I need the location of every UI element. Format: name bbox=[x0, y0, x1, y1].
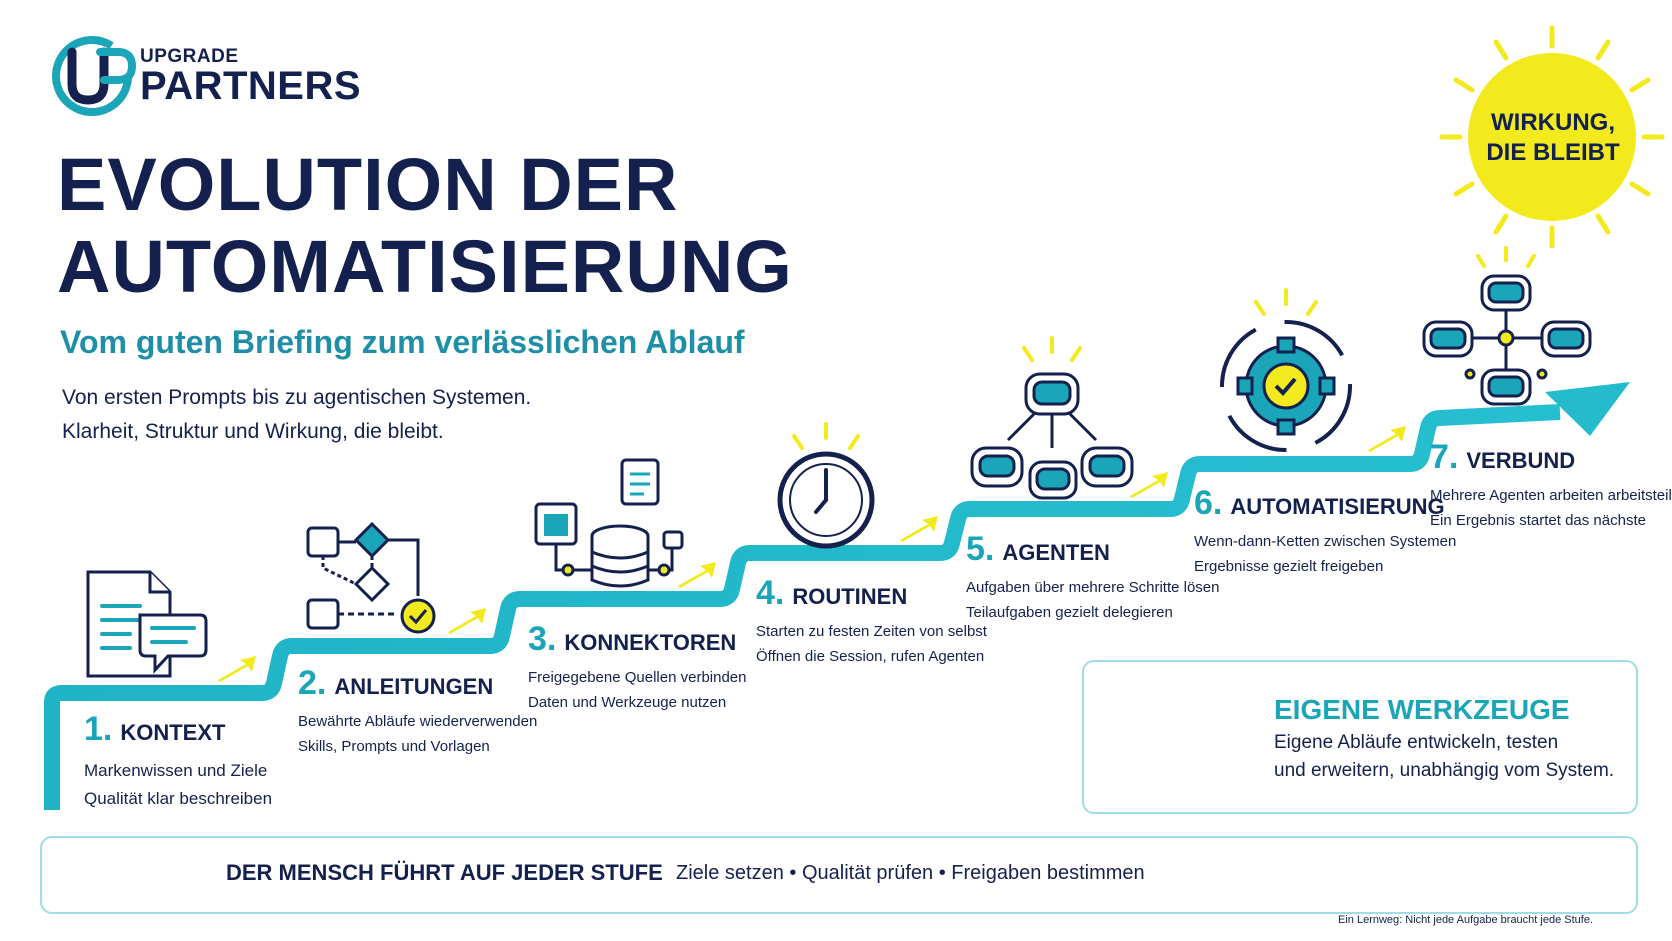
sun-label-line2: DIE BLEIBT bbox=[1486, 139, 1620, 166]
step-title: ANLEITUNGEN bbox=[334, 674, 494, 699]
step-number: 6. bbox=[1194, 484, 1223, 522]
step-agenten: 5. AGENTEN Aufgaben über mehrere Schritte… bbox=[966, 530, 1219, 625]
step-desc-line1: Starten zu festen Zeiten von selbst bbox=[756, 623, 987, 640]
step-automatisierung: 6. AUTOMATISIERUNG Wenn-dann-Ketten zwisc… bbox=[1194, 484, 1456, 579]
step-number: 4. bbox=[756, 574, 785, 612]
step-title: AGENTEN bbox=[1002, 540, 1110, 565]
page-title-line2: AUTOMATISIERUNG bbox=[57, 225, 793, 308]
intro-line1: Von ersten Prompts bis zu agentischen Sy… bbox=[62, 386, 532, 409]
step-desc-line1: Mehrere Agenten arbeiten arbeitsteilig bbox=[1430, 487, 1672, 504]
step-title: AUTOMATISIERUNG bbox=[1230, 494, 1445, 519]
step-desc-line2: Teilaufgaben gezielt delegieren bbox=[966, 604, 1173, 621]
step-desc-line1: Markenwissen und Ziele bbox=[84, 761, 268, 780]
logo-upgrade-text: UPGRADE bbox=[140, 46, 239, 67]
footnote: Ein Lernweg: Nicht jede Aufgabe braucht … bbox=[1338, 914, 1594, 926]
step-title: VERBUND bbox=[1466, 448, 1576, 473]
step-number: 2. bbox=[298, 664, 327, 702]
human-box bbox=[40, 836, 1638, 914]
step-title: KONTEXT bbox=[120, 720, 226, 745]
staircase-arrowhead bbox=[1545, 382, 1630, 436]
page-title-line1: EVOLUTION DER bbox=[57, 143, 679, 226]
tools-desc-line1: Eigene Abläufe entwickeln, testen bbox=[1274, 732, 1559, 753]
database-connector-icon bbox=[534, 458, 684, 588]
logo-mark-icon bbox=[52, 36, 137, 116]
step-desc-line1: Wenn-dann-Ketten zwischen Systemen bbox=[1194, 533, 1457, 550]
step-number: 1. bbox=[84, 710, 113, 748]
step-desc-line2: Skills, Prompts und Vorlagen bbox=[298, 738, 490, 755]
step-konnektoren: 3. KONNEKTOREN Freigegebene Quellen verbi… bbox=[528, 620, 747, 715]
robot-hierarchy-icon bbox=[970, 336, 1134, 500]
step-desc-line1: Freigegebene Quellen verbinden bbox=[528, 669, 747, 686]
human-rules: Ziele setzen • Qualität prüfen • Freigab… bbox=[676, 862, 1145, 884]
sun-label: WIRKUNG, DIE BLEIBT bbox=[1478, 108, 1628, 168]
step-desc-line1: Bewährte Abläufe wiederverwenden bbox=[298, 713, 538, 730]
clock-icon bbox=[777, 422, 875, 549]
step-number: 7. bbox=[1430, 438, 1459, 476]
sun-label-line1: WIRKUNG, bbox=[1491, 109, 1615, 136]
step-title: KONNEKTOREN bbox=[564, 630, 737, 655]
step-desc-line1: Aufgaben über mehrere Schritte lösen bbox=[966, 579, 1220, 596]
step-arrow-icon bbox=[218, 426, 1406, 682]
gear-cycle-icon bbox=[1220, 288, 1352, 452]
step-desc-line2: Daten und Werkzeuge nutzen bbox=[528, 694, 727, 711]
step-routinen: 4. ROUTINEN Starten zu festen Zeiten von … bbox=[756, 574, 987, 669]
step-number: 3. bbox=[528, 620, 557, 658]
human-title: DER MENSCH FÜHRT AUF JEDER STUFE bbox=[226, 860, 663, 885]
staircase-path bbox=[44, 404, 1561, 810]
sun-icon bbox=[1439, 25, 1665, 249]
flowchart-icon bbox=[306, 521, 436, 634]
step-desc-line2: Qualität klar beschreiben bbox=[84, 789, 273, 808]
step-desc-line2: Ergebnisse gezielt freigeben bbox=[1194, 558, 1384, 575]
step-desc-line2: Ein Ergebnis startet das nächste bbox=[1430, 512, 1646, 529]
tools-desc-line2: und erweitern, unabhängig vom System. bbox=[1274, 760, 1615, 781]
step-desc-line2: Öffnen die Session, rufen Agenten bbox=[756, 648, 985, 665]
step-kontext: 1. KONTEXT Markenwissen und Ziele Qualitä… bbox=[84, 710, 272, 813]
intro-line2: Klarheit, Struktur und Wirkung, die blei… bbox=[62, 420, 444, 443]
logo-partners-text: PARTNERS bbox=[140, 64, 362, 108]
step-verbund: 7. VERBUND Mehrere Agenten arbeiten arbei… bbox=[1430, 438, 1672, 533]
robot-network-icon bbox=[1422, 246, 1592, 406]
tools-title: EIGENE WERKZEUGE bbox=[1274, 694, 1570, 725]
step-anleitungen: 2. ANLEITUNGEN Bewährte Abläufe wiederver… bbox=[298, 664, 537, 759]
page-subtitle: Vom guten Briefing zum verlässlichen Abl… bbox=[60, 324, 745, 360]
step-number: 5. bbox=[966, 530, 995, 568]
step-title: ROUTINEN bbox=[792, 584, 908, 609]
tools-box bbox=[1082, 660, 1638, 814]
document-chat-icon bbox=[86, 570, 208, 678]
